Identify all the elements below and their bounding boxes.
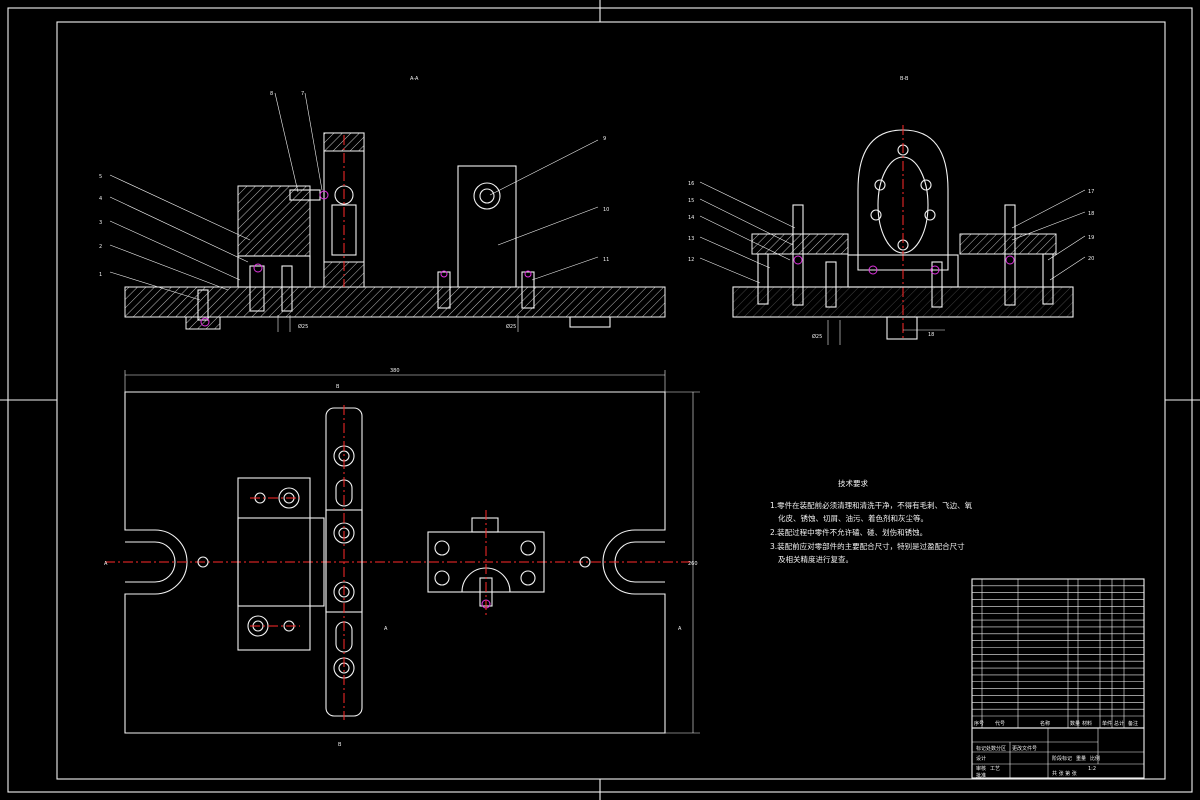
svg-text:A: A	[384, 626, 388, 632]
svg-text:比例: 比例	[1090, 755, 1100, 762]
svg-text:重量: 重量	[1076, 755, 1086, 762]
section-a-label: A-A	[410, 76, 419, 82]
parts-list-header-cell: 数量	[1070, 720, 1080, 727]
tech-req-title: 技术要求	[838, 478, 868, 488]
svg-text:B: B	[338, 742, 342, 748]
svg-text:化皮、锈蚀、切屑、油污、着色剂和灰尘等。: 化皮、锈蚀、切屑、油污、着色剂和灰尘等。	[778, 513, 928, 523]
dim-small-1: Ø25	[298, 323, 308, 330]
svg-text:A: A	[104, 561, 108, 567]
section-view-b: B-B Ø25 18	[732, 76, 1074, 345]
dim-small-2: Ø25	[506, 323, 516, 330]
svg-text:14: 14	[688, 215, 694, 221]
plan-view: 380 260	[104, 368, 700, 748]
svg-text:8: 8	[270, 91, 273, 97]
parts-list-table: 序号 代号 名称 数量材料 单件总计备注	[971, 578, 1145, 729]
svg-text:13: 13	[688, 236, 694, 242]
svg-text:批准: 批准	[976, 772, 986, 779]
svg-text:16: 16	[688, 181, 694, 187]
dim-small-4: 18	[928, 332, 934, 338]
svg-text:分区: 分区	[996, 745, 1006, 752]
svg-text:2: 2	[99, 244, 102, 250]
svg-text:审核: 审核	[976, 765, 986, 772]
parts-list-header-cell: 序号	[974, 720, 984, 727]
svg-text:1: 1	[99, 272, 102, 278]
parts-list-header-cell: 单件	[1102, 720, 1112, 727]
svg-text:19: 19	[1088, 235, 1094, 241]
parts-list-header-cell: 代号	[995, 720, 1005, 727]
leaders-left	[109, 92, 599, 301]
svg-text:阶段标记: 阶段标记	[1052, 755, 1072, 762]
svg-text:4: 4	[99, 196, 102, 202]
svg-text:15: 15	[688, 198, 694, 204]
svg-text:20: 20	[1088, 256, 1094, 262]
svg-text:共 张 第 张: 共 张 第 张	[1052, 770, 1077, 777]
parts-list-header-cell: 总计	[1114, 720, 1124, 727]
parts-list-header-cell: 材料	[1082, 720, 1092, 727]
svg-text:3: 3	[99, 220, 102, 226]
svg-text:设计: 设计	[976, 755, 986, 762]
parts-list-header-cell: 备注	[1128, 720, 1138, 727]
parts-list-frame	[971, 578, 1145, 729]
svg-text:1:2: 1:2	[1088, 766, 1096, 772]
balloons-right: 12 13 14 15 16 17 18 19 20	[688, 181, 1094, 263]
svg-text:更改文件号: 更改文件号	[1012, 745, 1037, 752]
svg-text:18: 18	[1088, 211, 1094, 217]
svg-text:A: A	[678, 626, 682, 632]
svg-text:5: 5	[99, 174, 102, 180]
balloons-left: 1 2 3 4 5 8 7 9 10 11	[99, 91, 609, 278]
section-view-a: A-A Ø25 Ø25	[124, 76, 666, 332]
svg-text:2.装配过程中零件不允许磕、碰、划伤和锈蚀。: 2.装配过程中零件不允许磕、碰、划伤和锈蚀。	[770, 527, 927, 537]
dim-height: 260	[688, 561, 698, 567]
dim-small-3: Ø25	[812, 333, 822, 340]
svg-text:9: 9	[603, 136, 606, 142]
svg-text:及相关精度进行复查。: 及相关精度进行复查。	[778, 554, 853, 564]
section-b-label: B-B	[900, 76, 909, 82]
parts-list-header-cell: 名称	[1040, 720, 1050, 727]
leaders-right	[699, 181, 1086, 284]
svg-text:标记: 标记	[976, 745, 986, 752]
dim-width: 380	[390, 368, 400, 374]
svg-text:3.装配前应对零部件的主要配合尺寸，特别是过盈配合尺寸: 3.装配前应对零部件的主要配合尺寸，特别是过盈配合尺寸	[770, 541, 965, 551]
svg-text:10: 10	[603, 207, 609, 213]
svg-text:7: 7	[301, 91, 304, 97]
svg-text:1.零件在装配前必须清理和清洗干净，不得有毛刺、飞边、氧: 1.零件在装配前必须清理和清洗干净，不得有毛刺、飞边、氧	[770, 500, 973, 510]
svg-text:处数: 处数	[986, 745, 996, 752]
svg-text:17: 17	[1088, 189, 1094, 195]
svg-text:12: 12	[688, 257, 694, 263]
technical-requirements: 技术要求 1.零件在装配前必须清理和清洗干净，不得有毛刺、飞边、氧 化皮、锈蚀、…	[770, 478, 973, 564]
svg-text:B: B	[336, 384, 340, 390]
svg-text:工艺: 工艺	[990, 766, 1000, 772]
svg-text:11: 11	[603, 257, 609, 263]
title-block: 阶段标记 重量 比例 1:2 共 张 第 张 标记 处数 分区 更改文件号 设计…	[971, 727, 1145, 779]
